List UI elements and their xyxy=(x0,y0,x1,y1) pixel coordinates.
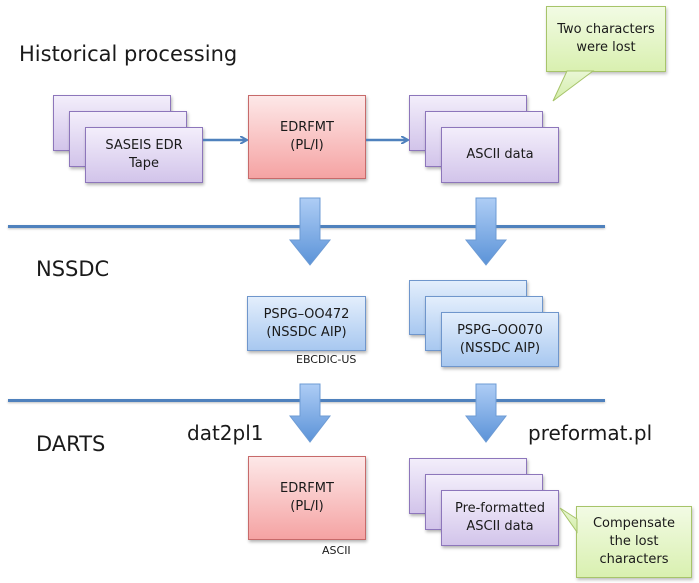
source-box-saseis-edr-tape: SASEIS EDR Tape xyxy=(85,127,203,183)
program-box-edrfmt: EDRFMT (PL/I) xyxy=(248,95,366,179)
callout-tail-top xyxy=(552,70,595,102)
encoding-label-ascii: ASCII xyxy=(322,544,351,557)
callout-tail-bottom xyxy=(559,507,578,534)
down-arrow-left-nssdc xyxy=(288,197,332,266)
aip-box-pspg-00070: PSPG–OO070 (NSSDC AIP) xyxy=(441,312,559,367)
tool-label-preformat: preformat.pl xyxy=(528,421,653,445)
section-title-historical: Historical processing xyxy=(19,42,238,66)
section-title-nssdc: NSSDC xyxy=(36,257,110,281)
callout-compensate: Compensate the lost characters xyxy=(576,506,692,578)
output-box-ascii-data: ASCII data xyxy=(441,127,559,183)
darts-program-box-edrfmt: EDRFMT (PL/I) xyxy=(248,456,366,540)
down-arrow-right-darts xyxy=(464,383,508,443)
tool-label-dat2pl1: dat2pl1 xyxy=(187,421,264,445)
callout-characters-lost: Two characters were lost xyxy=(546,6,666,72)
aip-box-pspg-00472: PSPG–OO472 (NSSDC AIP) xyxy=(247,296,366,351)
down-arrow-right-nssdc xyxy=(464,197,508,266)
down-arrow-left-darts xyxy=(288,383,332,443)
output-box-preformatted-ascii: Pre-formatted ASCII data xyxy=(441,490,559,546)
encoding-label-ebcdic: EBCDIC-US xyxy=(296,353,357,366)
section-title-darts: DARTS xyxy=(36,432,106,456)
